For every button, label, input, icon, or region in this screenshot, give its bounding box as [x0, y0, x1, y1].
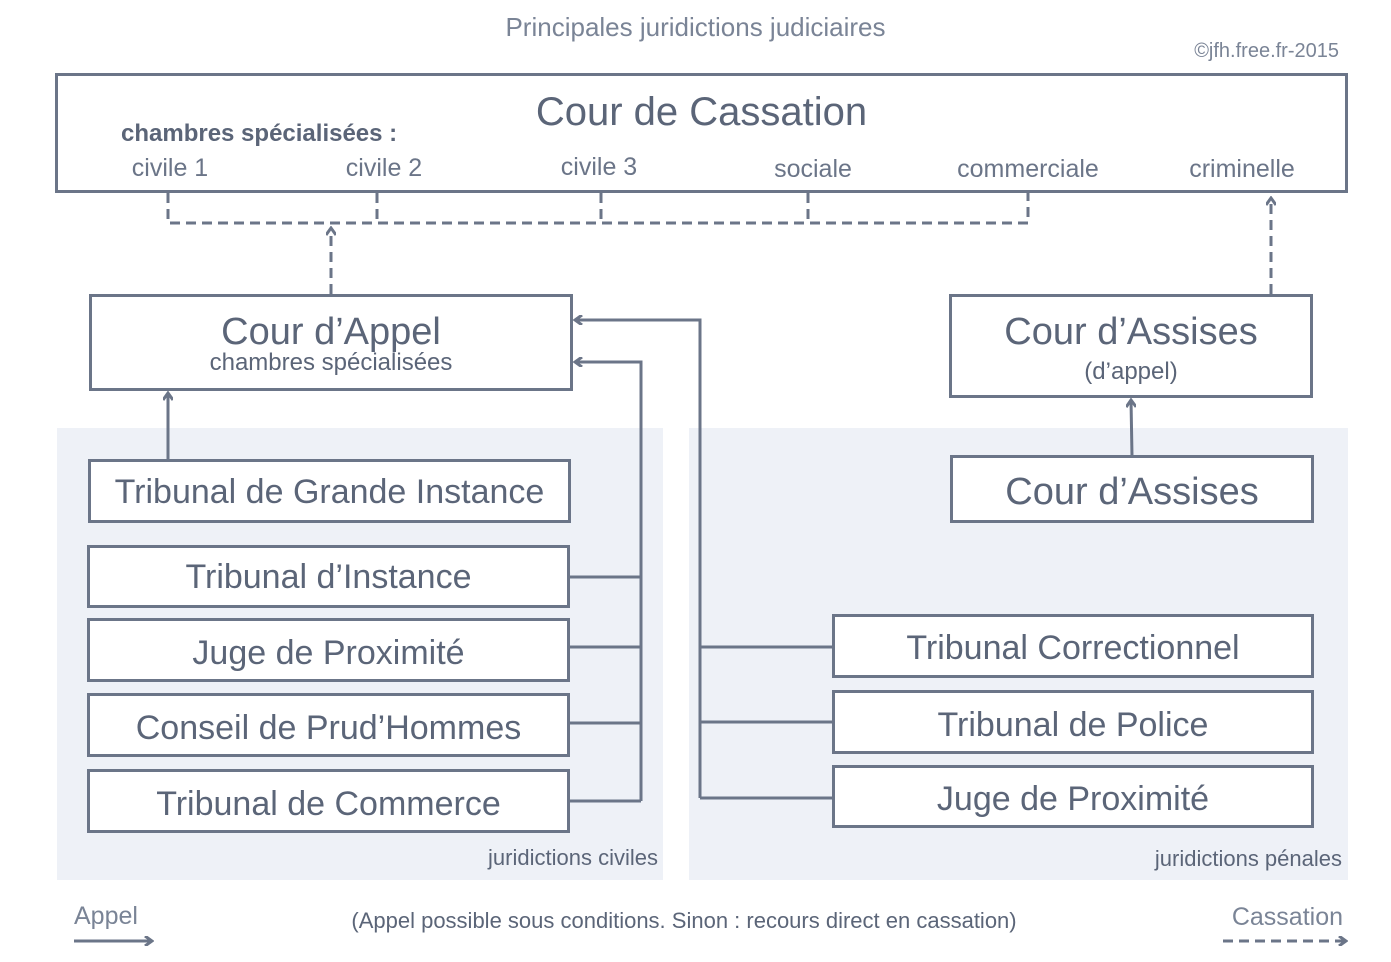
legend-note: (Appel possible sous conditions. Sinon :…: [351, 908, 1017, 933]
tribunal-correctionnel-box: Tribunal Correctionnel: [832, 614, 1314, 678]
chamber-sociale: sociale: [774, 155, 852, 183]
appeal-arrow-assises: [1131, 400, 1132, 457]
appeal-bus-penal: [575, 320, 702, 798]
cour-d-assises-appel-title: Cour d’Assises: [1004, 311, 1258, 353]
cour-d-appel-title: Cour d’Appel: [221, 311, 441, 353]
legend-appel-label: Appel: [74, 902, 138, 930]
cour-d-appel-subtitle: chambres spécialisées: [209, 349, 453, 376]
legend-cassation-label: Cassation: [1231, 903, 1343, 931]
tribunal-police-box: Tribunal de Police: [832, 690, 1314, 754]
cour-de-cassation-box: Cour de Cassation chambres spécialisées …: [55, 73, 1348, 193]
copyright: ©jfh.free.fr-2015: [1194, 40, 1339, 62]
cour-d-assises-appel-subtitle: (d’appel): [1084, 358, 1178, 385]
tribunal-instance-box: Tribunal d’Instance: [87, 545, 570, 608]
cour-d-assises-box: Cour d’Assises: [950, 455, 1314, 523]
conseil-prudhommes-box: Conseil de Prud’Hommes: [87, 693, 570, 757]
juge-proximite-civil-box: Juge de Proximité: [87, 618, 570, 682]
chamber-commerciale: commerciale: [957, 155, 1099, 183]
diagram-title: Principales juridictions judiciaires: [505, 12, 886, 42]
chambers-label: chambres spécialisées :: [121, 120, 398, 147]
cour-d-appel-box: Cour d’Appel chambres spécialisées: [89, 294, 573, 391]
civil-region-label: juridictions civiles: [488, 845, 658, 870]
cour-d-assises-appel-box: Cour d’Assises (d’appel): [949, 294, 1313, 398]
cassation-comb: [166, 193, 1271, 294]
cour-de-cassation-title: Cour de Cassation: [535, 90, 868, 134]
appeal-bus-civil: [575, 362, 643, 801]
chamber-civile-3: civile 3: [560, 153, 638, 181]
chamber-civile-2: civile 2: [345, 154, 423, 182]
chamber-civile-1: civile 1: [131, 154, 209, 182]
penal-region-label: juridictions pénales: [1154, 846, 1342, 871]
juge-proximite-penal-box: Juge de Proximité: [832, 765, 1314, 828]
tribunal-grande-instance-box: Tribunal de Grande Instance: [88, 459, 571, 523]
tribunal-commerce-box: Tribunal de Commerce: [87, 769, 570, 833]
chamber-criminelle: criminelle: [1189, 155, 1295, 183]
